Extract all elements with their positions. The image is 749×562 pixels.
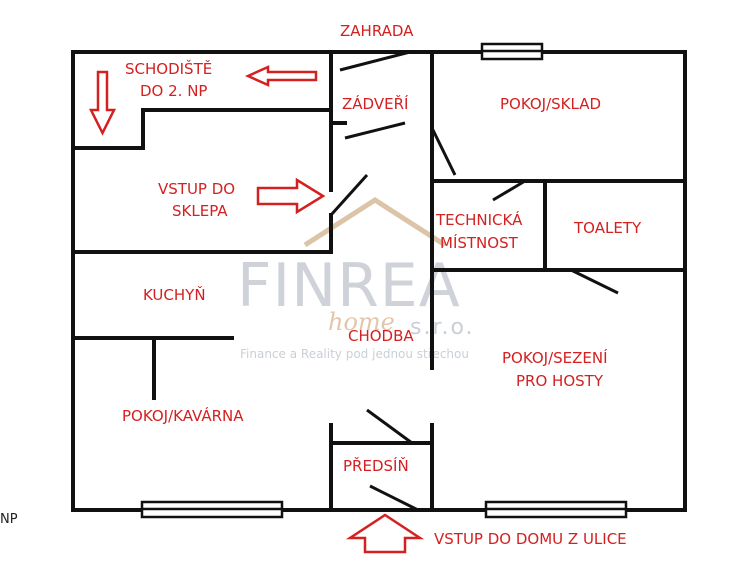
label-pokoj-sezeni-2: PRO HOSTY: [516, 372, 604, 390]
watermark-sub: home: [328, 308, 395, 336]
watermark-roof-icon: [303, 197, 447, 248]
labels: ZAHRADA SCHODIŠTĚ DO 2. NP ZÁDVEŘÍ POKOJ…: [0, 22, 642, 548]
arrow-stairs-down-icon: [88, 70, 117, 136]
door-zadveri-top: [339, 50, 411, 72]
label-zahrada: ZAHRADA: [340, 22, 414, 40]
door-predsin-bottom: [369, 484, 419, 512]
label-pokoj-kavarna: POKOJ/KAVÁRNA: [122, 406, 244, 425]
arrow-stairs-left-icon: [244, 65, 318, 87]
door-predsin-top: [366, 408, 413, 445]
watermark-brand: FINREA: [237, 251, 461, 321]
watermark-tagline: Finance a Reality pod jednou střechou: [240, 347, 469, 361]
stair-wall: [71, 108, 333, 150]
label-vstup-sklep-1: VSTUP DO: [158, 180, 235, 198]
walls: [71, 50, 687, 512]
label-technicka-1: TECHNICKÁ: [435, 210, 523, 229]
label-edge-np: NP: [0, 512, 18, 527]
label-chodba: CHODBA: [348, 327, 414, 345]
label-pokoj-sklad: POKOJ/SKLAD: [500, 95, 601, 113]
door-cellar: [329, 173, 369, 217]
label-technicka-2: MÍSTNOST: [440, 233, 519, 252]
watermark: FINREA home s.r.o. Finance a Reality pod…: [237, 197, 475, 361]
arrow-entrance-up-icon: [345, 513, 425, 554]
label-kuchyn: KUCHYŇ: [143, 285, 206, 304]
door-guest-room: [570, 268, 619, 295]
watermark-suffix: s.r.o.: [410, 315, 475, 340]
label-vstup-ulice: VSTUP DO DOMU Z ULICE: [434, 530, 627, 548]
label-zadveri: ZÁDVEŘÍ: [342, 94, 408, 113]
label-vstup-sklep-2: SKLEPA: [172, 202, 228, 220]
doors: [329, 50, 619, 512]
arrow-cellar-right-icon: [256, 177, 326, 215]
label-pokoj-sezeni-1: POKOJ/SEZENÍ: [502, 348, 608, 367]
label-toalety: TOALETY: [573, 219, 642, 237]
label-schodiste-2: DO 2. NP: [140, 82, 207, 100]
door-pokoj-sklad: [430, 127, 457, 176]
door-zadveri-bottom: [344, 121, 406, 140]
windows: [140, 42, 628, 519]
door-technical: [492, 179, 526, 202]
arrows: [88, 65, 425, 554]
label-predsin: PŘEDSÍŇ: [343, 456, 409, 475]
label-schodiste-1: SCHODIŠTĚ: [125, 59, 212, 78]
